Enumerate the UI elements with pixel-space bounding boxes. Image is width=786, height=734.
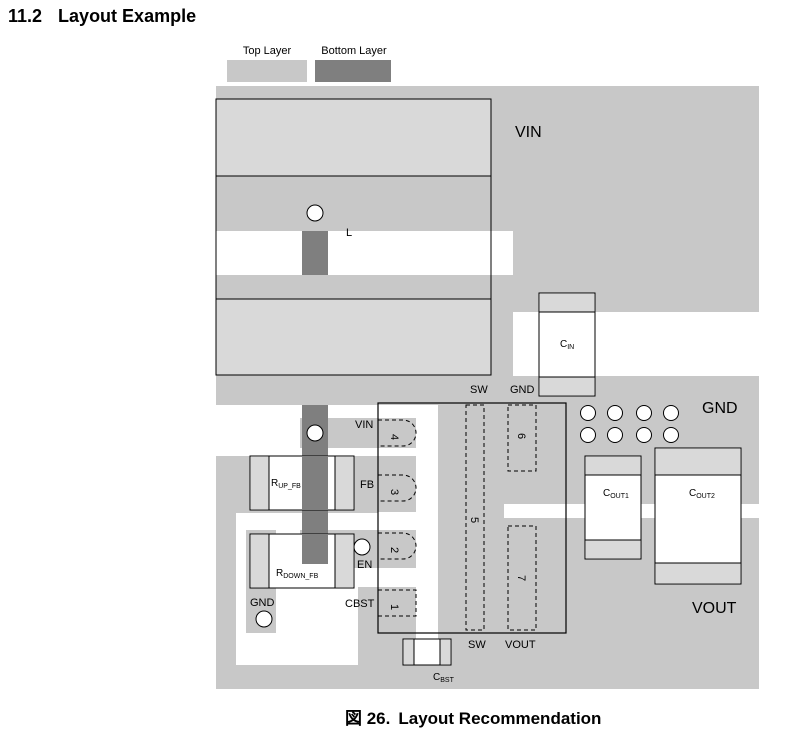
pin-4-number: 4 <box>388 434 400 440</box>
pin-2-number: 2 <box>388 547 400 553</box>
net-label-gnd: GND <box>702 400 738 417</box>
figure-caption: 図 26. Layout Recommendation <box>345 704 601 729</box>
cbst-pad-right <box>440 640 450 664</box>
pin-label-en: EN <box>357 559 372 571</box>
gnd-via <box>607 427 623 443</box>
cbst-pad-left <box>404 640 414 664</box>
pin-2-pad <box>377 532 417 560</box>
pin-7-number: 7 <box>515 575 527 581</box>
pin-5-number: 5 <box>468 517 480 523</box>
section-title-text: Layout Example <box>58 6 197 26</box>
cout1-pad-top <box>586 457 640 475</box>
cin-label: CIN <box>560 339 574 351</box>
cin-pad-bottom <box>540 377 594 395</box>
rup-pad-right <box>335 457 353 509</box>
cout2-pad-bottom <box>656 563 740 583</box>
gnd-via <box>663 405 679 421</box>
pin-label-gnd-left: GND <box>250 597 275 609</box>
legend-bottom-layer-label: Bottom Layer <box>321 45 387 57</box>
legend-bottom-layer-swatch <box>315 60 391 82</box>
net-label-vin: VIN <box>515 124 542 141</box>
cbst-label: CBST <box>433 672 455 684</box>
pin-label-gnd: GND <box>510 384 535 396</box>
legend-top-layer-swatch <box>227 60 307 82</box>
legend-top-layer-label: Top Layer <box>243 45 292 57</box>
cin-pad-top <box>540 294 594 312</box>
pin-label-fb: FB <box>360 479 374 491</box>
gnd-via <box>636 427 652 443</box>
cout1-label: COUT1 <box>603 488 629 500</box>
pin-label-sw-bottom: SW <box>468 639 486 651</box>
gnd-plane-bottom <box>216 665 759 689</box>
via-en <box>353 538 371 556</box>
fb-pin-trace <box>358 456 416 512</box>
net-label-vout: VOUT <box>692 600 737 617</box>
rup-label: RUP_FB <box>271 478 301 490</box>
gnd-via <box>636 405 652 421</box>
pin-3-pad <box>377 474 417 502</box>
via-vin <box>306 424 324 442</box>
pin-label-vout: VOUT <box>505 639 536 651</box>
inductor-via-trace <box>302 231 328 275</box>
pin-3-number: 3 <box>388 489 400 495</box>
pin-1-pad <box>377 589 417 617</box>
rdown-label: RDOWN_FB <box>276 568 319 580</box>
section-title: 11.2 Layout Example <box>8 6 196 27</box>
figure-number: 図 26. <box>345 709 391 728</box>
via-gnd-left <box>255 610 273 628</box>
rup-pad-left <box>251 457 269 509</box>
inductor-label: L <box>346 227 352 239</box>
ic-outline <box>377 402 567 634</box>
pin-7-pad <box>507 525 537 631</box>
gnd-via <box>580 427 596 443</box>
gnd-via-array <box>580 405 679 443</box>
inductor-band-bottom <box>216 275 491 299</box>
rdown-pad-right <box>335 535 353 587</box>
sw-plane-lower <box>438 375 504 665</box>
pin-6-pad <box>507 404 537 472</box>
figure-title: Layout Recommendation <box>398 709 602 728</box>
inductor-band-top <box>216 176 491 231</box>
pin-1-number: 1 <box>388 604 400 610</box>
cout2-pad-top <box>656 449 740 475</box>
pin-4-pad <box>377 419 417 447</box>
cout2-label: COUT2 <box>689 488 715 500</box>
pin-label-sw-top: SW <box>470 384 488 396</box>
rdown-pad-left <box>251 535 269 587</box>
cout1-pad-bottom <box>586 540 640 558</box>
gnd-via <box>663 427 679 443</box>
pin-6-number: 6 <box>515 433 527 439</box>
rdown-bottom-trace <box>302 534 328 564</box>
rup-bottom-trace <box>302 456 328 510</box>
gnd-via <box>580 405 596 421</box>
inductor-gap <box>216 231 513 275</box>
pin-label-cbst: CBST <box>345 598 375 610</box>
section-number: 11.2 <box>8 6 43 26</box>
gnd-via <box>607 405 623 421</box>
via-inductor <box>306 204 324 222</box>
pin-label-vin: VIN <box>355 419 373 431</box>
pin-5-pad <box>465 404 485 631</box>
inductor-outline <box>215 98 492 376</box>
